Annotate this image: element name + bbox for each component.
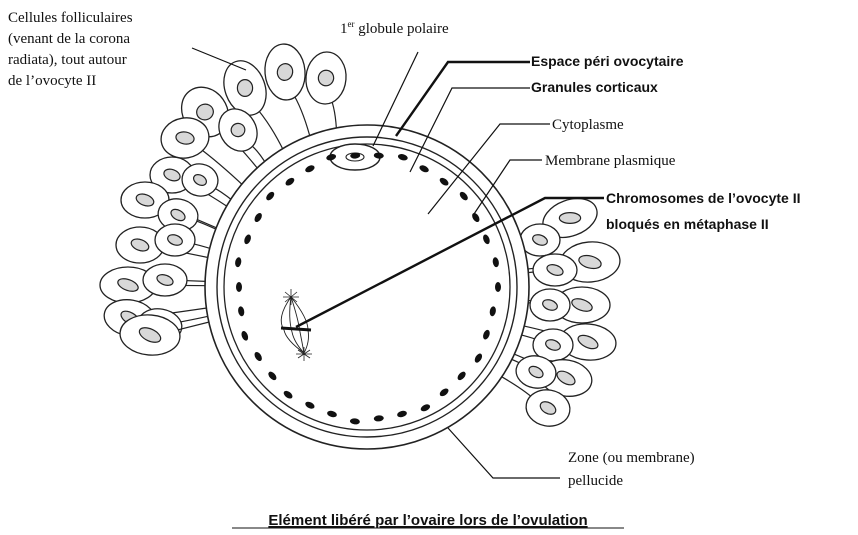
label-cellules-3: radiata), tout autour <box>8 52 127 68</box>
cortical-granule <box>495 282 501 292</box>
leader-espace <box>396 62 530 136</box>
leader-cellules <box>192 48 246 70</box>
label-chromosomes-1: Chromosomes de l’ovocyte II <box>606 190 801 206</box>
label-zone-1: Zone (ou membrane) <box>568 450 695 466</box>
follicular-cell-nucleus <box>237 80 252 97</box>
follicular-cell-nucleus <box>559 213 580 224</box>
figure-caption: Elément libéré par l’ovaire lors de l’ov… <box>268 512 587 529</box>
label-globule-polaire: 1er globule polaire <box>340 19 449 37</box>
label-membrane-plasmique: Membrane plasmique <box>545 153 676 169</box>
label-espace-peri-ovocytaire: Espace péri ovocytaire <box>531 53 684 69</box>
label-cellules-4: de l’ovocyte II <box>8 73 96 89</box>
label-cellules-1: Cellules folliculaires <box>8 10 133 26</box>
leader-zone <box>448 428 560 478</box>
cortical-granule <box>236 282 242 292</box>
plasma-membrane <box>224 144 510 430</box>
label-cellules-2: (venant de la corona <box>8 31 130 47</box>
label-granules-corticaux: Granules corticaux <box>531 79 658 95</box>
label-zone-2: pellucide <box>568 473 623 489</box>
label-chromosomes-2: bloqués en métaphase II <box>606 216 769 232</box>
label-cytoplasme: Cytoplasme <box>552 117 624 133</box>
